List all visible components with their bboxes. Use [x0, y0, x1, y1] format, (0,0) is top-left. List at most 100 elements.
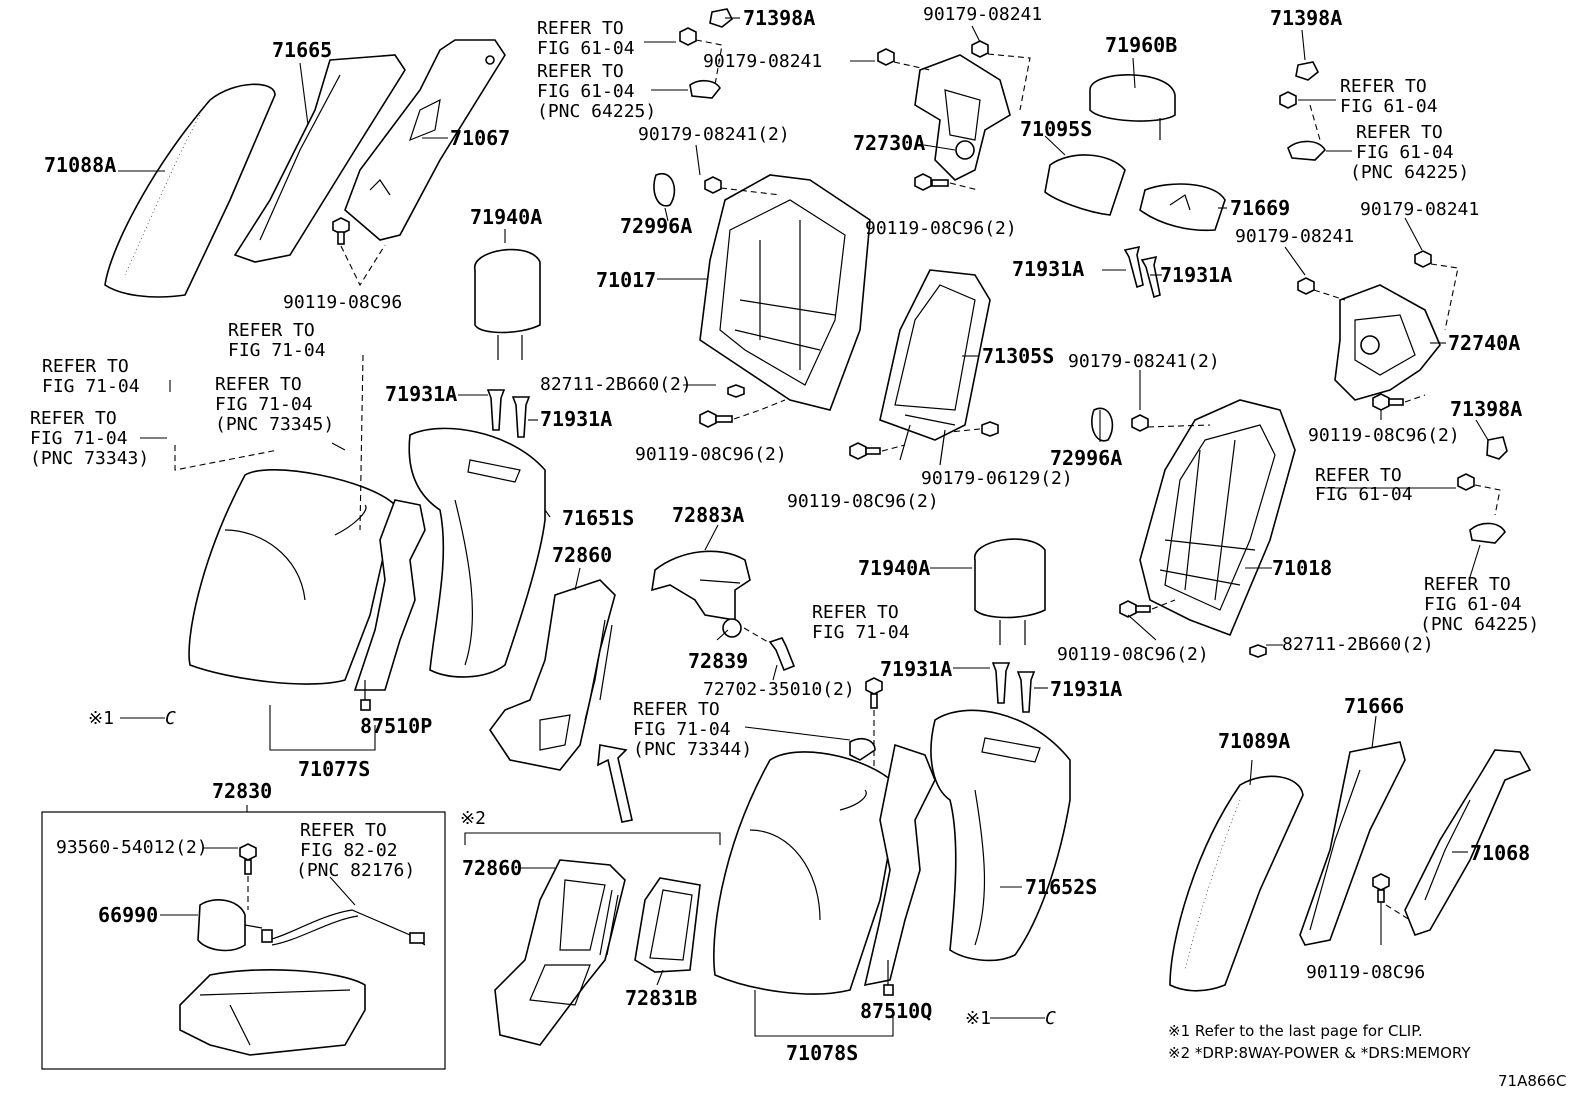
callout-fig-5: FIG 61-04 [1315, 484, 1413, 505]
part-71940a-center-drawing [974, 538, 1046, 645]
callout-refer-10: REFER TO [30, 408, 117, 429]
part-label-72860-b: 72860 [462, 856, 522, 880]
callout-fig-11: FIG 71-04 [812, 622, 910, 643]
part-label-71305s: 71305S [982, 344, 1054, 368]
part-label-90119-08c96-2-b: 90119-08C96(2) [635, 444, 787, 465]
clip-mark-a: C [165, 708, 176, 729]
part-72740a-drawing [1297, 250, 1459, 411]
callout-refer-3: REFER TO [1340, 76, 1427, 97]
footnote-1: ※1 Refer to the last page for CLIP. [1168, 1022, 1423, 1040]
part-label-71666: 71666 [1344, 694, 1404, 718]
callout-pnc-9: (PNC 73345) [215, 414, 334, 435]
part-71940a-left-drawing [474, 248, 541, 360]
part-label-82711-2b660-2-b: 82711-2B660(2) [1282, 634, 1434, 655]
mark-note1-a: ※1 [88, 708, 114, 729]
part-label-71398a-a: 71398A [743, 6, 815, 30]
callout-refer-8: REFER TO [42, 356, 129, 377]
part-label-90179-08241-b: 90179-08241 [703, 51, 822, 72]
part-label-72702-35010-2: 72702-35010(2) [703, 679, 855, 700]
part-71095s-drawing [1044, 154, 1126, 216]
figure-code: 71A866C [1498, 1072, 1566, 1090]
part-71088a-drawing [104, 83, 276, 298]
callout-fig-7: FIG 71-04 [228, 340, 326, 361]
part-label-71665: 71665 [272, 38, 332, 62]
part-71960b-drawing [1089, 74, 1176, 140]
part-label-71931a-d: 71931A [1160, 263, 1232, 287]
part-label-71960b: 71960B [1105, 33, 1177, 57]
part-label-71940a-a: 71940A [470, 205, 542, 229]
callout-refer-5: REFER TO [1315, 465, 1402, 486]
callout-refer-13: REFER TO [300, 820, 387, 841]
part-label-71931a-b: 71931A [540, 407, 612, 431]
part-label-71651s: 71651S [562, 506, 634, 530]
guides-71931a-left [486, 389, 531, 438]
callout-fig-2: FIG 61-04 [537, 81, 635, 102]
bolt-90119-08c96-left [332, 217, 386, 287]
part-label-82711-2b660-2-a: 82711-2B660(2) [540, 374, 692, 395]
part-71078s-drawing [713, 743, 936, 1037]
callout-fig-6: FIG 61-04 [1424, 594, 1522, 615]
part-label-90179-08241-c: 90179-08241 [1360, 199, 1479, 220]
part-71089a-drawing [1169, 775, 1304, 992]
part-label-71067: 71067 [450, 126, 510, 150]
callout-refer-11: REFER TO [812, 602, 899, 623]
callout-pnc-2: (PNC 64225) [537, 101, 656, 122]
callout-refer-2: REFER TO [537, 61, 624, 82]
callout-pnc-13: (PNC 82176) [296, 860, 415, 881]
part-label-71017: 71017 [596, 268, 656, 292]
part-label-90119-08c96-b: 90119-08C96 [1306, 962, 1425, 983]
mark-note2: ※2 [460, 808, 486, 829]
part-label-87510q: 87510Q [860, 999, 932, 1023]
part-label-71068: 71068 [1470, 841, 1530, 865]
option-2-group [464, 832, 721, 1046]
part-71067-drawing [344, 39, 506, 241]
part-label-72839: 72839 [688, 649, 748, 673]
callout-pnc-4: (PNC 64225) [1350, 162, 1469, 183]
part-71652s-drawing [930, 709, 1071, 962]
part-71669-drawing [1139, 183, 1226, 232]
bracket-mid-right [1457, 436, 1508, 544]
part-label-90179-08241-2-b: 90179-08241(2) [1068, 351, 1220, 372]
part-71068-drawing [1372, 749, 1532, 936]
mark-note1-b: ※1 [965, 1008, 991, 1029]
part-72883a-drawing [651, 550, 796, 672]
callout-fig-12: FIG 71-04 [633, 719, 731, 740]
cap-72996a-left [653, 172, 676, 207]
part-label-90119-08c96-2-c: 90119-08C96(2) [787, 491, 939, 512]
part-71665-drawing [233, 54, 406, 263]
part-label-71931a-e: 71931A [880, 657, 952, 681]
part-label-93560-54012-2: 93560-54012(2) [56, 837, 208, 858]
callout-refer-1: REFER TO [537, 18, 624, 39]
part-72730a-drawing [877, 40, 1031, 191]
part-71077s-drawing [188, 469, 426, 751]
part-label-71398a-c: 71398A [1450, 397, 1522, 421]
part-label-71077s: 71077S [298, 757, 370, 781]
callout-fig-13: FIG 82-02 [300, 840, 398, 861]
part-label-72883a: 72883A [672, 503, 744, 527]
callout-refer-7: REFER TO [228, 320, 315, 341]
callout-fig-9: FIG 71-04 [215, 394, 313, 415]
part-label-71095s: 71095S [1020, 117, 1092, 141]
part-label-72996a-b: 72996A [1050, 446, 1122, 470]
part-71651s-drawing [408, 427, 546, 678]
callout-fig-8: FIG 71-04 [42, 376, 140, 397]
clip-mark-b: C [1045, 1008, 1056, 1029]
callout-refer-4: REFER TO [1356, 122, 1443, 143]
part-label-90179-08241-a: 90179-08241 [923, 4, 1042, 25]
part-label-90119-08c96-a: 90119-08C96 [283, 292, 402, 313]
part-label-71652s: 71652S [1025, 875, 1097, 899]
part-label-71078s: 71078S [786, 1041, 858, 1065]
part-label-71669: 71669 [1230, 196, 1290, 220]
part-71017-drawing [699, 174, 871, 428]
part-label-90119-08c96-2-a: 90119-08C96(2) [865, 218, 1017, 239]
callout-refer-12: REFER TO [633, 699, 720, 720]
nut-top-center [679, 8, 734, 99]
guides-71931a-top [1123, 245, 1161, 299]
bracket-top-right [1279, 61, 1326, 161]
footnote-2: ※2 *DRP:8WAY-POWER & *DRS:MEMORY [1168, 1044, 1471, 1062]
part-label-72860-a: 72860 [552, 543, 612, 567]
part-71305s-drawing [849, 269, 999, 466]
callout-fig-1: FIG 61-04 [537, 38, 635, 59]
armrest-72830-box [41, 811, 446, 1070]
